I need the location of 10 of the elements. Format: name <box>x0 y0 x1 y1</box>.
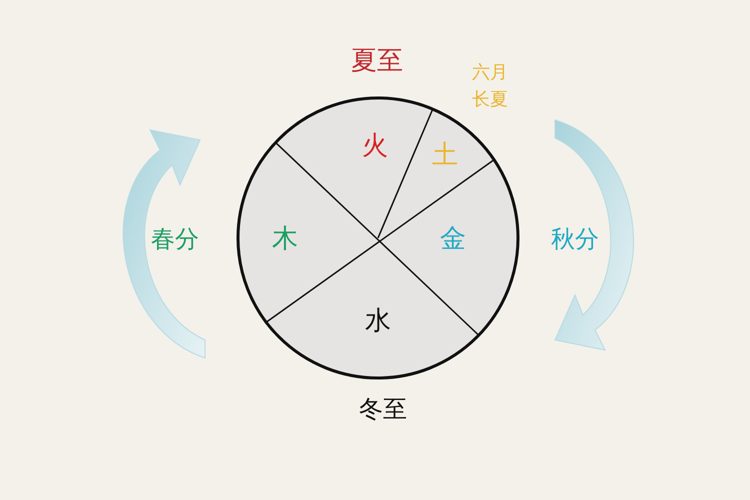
sector-label: 金 <box>440 225 466 255</box>
sector-label: 水 <box>365 307 391 337</box>
season-label: 六月长夏 <box>471 61 509 112</box>
sector-label: 木 <box>272 225 298 255</box>
sector-label: 火 <box>362 132 388 162</box>
season-label: 夏至 <box>351 47 403 77</box>
season-label: 春分 <box>151 226 199 254</box>
season-label: 冬至 <box>359 396 407 424</box>
sector-label: 土 <box>432 141 458 171</box>
season-label: 秋分 <box>551 226 599 254</box>
